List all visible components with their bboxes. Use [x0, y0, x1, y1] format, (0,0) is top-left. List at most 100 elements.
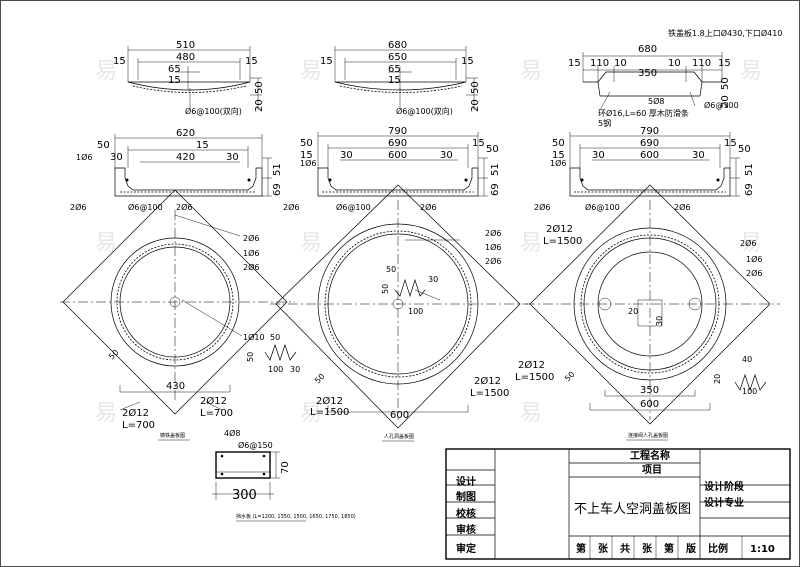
p3-sec-bar3: Ø6@100	[585, 202, 620, 212]
p3-sec-r2: 50	[738, 144, 751, 155]
tb-bottom-6: 版	[686, 542, 696, 555]
p3-sec-bar2: 2Ø6	[534, 202, 550, 212]
p1-sec-r1: 15	[196, 140, 209, 151]
p2-plan-ring1: 2Ø6	[485, 228, 501, 238]
plate2-top-view: 680 650 15 15 65 15 50 20 Ø6@100(双向)	[320, 40, 481, 116]
p3-top-bar: 5Ø8	[648, 96, 664, 106]
p3-top-note: 铁盖板1.8上口Ø430,下口Ø410	[668, 28, 782, 38]
p2-top-r2: 20	[470, 99, 481, 112]
stiff-w: 300	[232, 488, 257, 503]
plate3-section: 790 690 600 50 15 30 15 50 30 51 69 1Ø6 …	[534, 126, 755, 212]
p3-plan-ring2: 1Ø6	[746, 254, 762, 264]
tb-item-label: 项目	[642, 464, 662, 476]
p3-plan-toplen: L=1500	[543, 236, 582, 247]
p2-top-w-inner: 650	[388, 52, 407, 63]
watermark-glyph: 易	[300, 59, 322, 84]
p2-sec-w-in: 600	[388, 150, 407, 161]
p2-sec-r1: 15	[472, 138, 485, 149]
p2-sec-l2: 15	[300, 150, 313, 161]
p3-top-w-inner: 350	[638, 68, 657, 79]
plate2-section: 790 690 600 50 15 30 15 50 30 51 69 1Ø6 …	[283, 126, 501, 212]
p1-plan-rib4: 30	[290, 365, 300, 374]
p2-sec-r2: 50	[486, 144, 499, 155]
watermark-glyph: 易	[95, 401, 117, 426]
watermark-glyph: 易	[740, 231, 762, 256]
p1-sec-l2: 30	[110, 152, 123, 163]
p1-plan-dia: 430	[166, 381, 185, 392]
p3-top-rebar: Ø6@100	[704, 100, 739, 110]
tb-drawing-title: 不上车人空洞盖板图	[574, 501, 691, 517]
title-block: 设计 制图 校核 审核 审定 工程名称 项目 不上车人空洞盖板图 设计阶段 设计…	[445, 448, 791, 560]
p1-top-h2: 15	[168, 75, 181, 86]
p3-sec-r1: 15	[724, 138, 737, 149]
p1-top-h1: 65	[168, 64, 181, 75]
tb-bottom-3: 共	[620, 542, 630, 555]
p2-sec-h2: 69	[490, 183, 501, 196]
p1-plan-ring2: 1Ø6	[243, 248, 259, 258]
p1-sec-bar4: 2Ø6	[176, 202, 192, 212]
p1-plan-diag: 50	[107, 348, 121, 362]
p1-plan-len1: L=700	[122, 420, 155, 431]
p1-plan-bar2: 2Ø12	[200, 395, 227, 407]
tb-stage-label: 设计阶段	[704, 480, 744, 493]
p2-sec-l1: 50	[300, 138, 313, 149]
watermark-glyph: 易	[95, 231, 117, 256]
p3-plan-diag: 50	[563, 370, 577, 384]
p3-sec-bar1: 1Ø6	[550, 158, 566, 168]
p2-sec-bar1: 1Ø6	[300, 158, 316, 168]
p1-top-r1: 50	[254, 81, 265, 94]
p3-plan-len2: L=1500	[515, 372, 554, 383]
tb-row-check: 校核	[456, 507, 476, 520]
plate1-section: 620 420 50 30 15 30 51 69 1Ø6 2Ø6 Ø6@100…	[70, 128, 283, 212]
p3-sec-h1: 51	[744, 163, 755, 176]
p3-sec-w-mid: 690	[640, 138, 659, 149]
p1-plan-rib1: 50	[270, 333, 280, 342]
tb-bottom-1: 第	[576, 542, 586, 555]
p3-plan-ring1: 2Ø6	[740, 238, 756, 248]
p2-top-h1: 65	[388, 64, 401, 75]
p2-sec-r3: 30	[440, 150, 453, 161]
plate3-top-view: 铁盖板1.8上口Ø430,下口Ø410 680 15 110 10 10 110…	[568, 28, 782, 128]
watermark-glyph: 易	[520, 231, 542, 256]
p3-top-hook: 5钢	[598, 118, 611, 128]
tb-row-review: 审核	[456, 523, 476, 536]
p2-top-d2: 15	[461, 56, 474, 67]
p3-top-seg2: 110	[590, 58, 609, 69]
p2-top-d1: 15	[320, 56, 333, 67]
p3-top-d2: 20	[720, 95, 731, 108]
p2-plan-ring2: 1Ø6	[485, 242, 501, 252]
p2-plan-rib3: 100	[408, 307, 423, 316]
p1-caption: 铸铁盖板图	[160, 432, 185, 439]
tb-spec-label: 设计专业	[704, 496, 744, 509]
watermark-glyph: 易	[520, 401, 542, 426]
tb-row-approve: 审定	[456, 542, 476, 555]
p1-sec-bar3: Ø6@100	[128, 202, 163, 212]
stiff-caption: 挡水板 (L=1200, 1350, 1500, 1650, 1750, 185…	[236, 513, 356, 520]
p2-sec-w-outer: 790	[388, 126, 407, 137]
p2-sec-l3: 30	[340, 150, 353, 161]
p2-plan-ring3: 2Ø6	[485, 256, 501, 266]
p1-plan-len2: L=700	[200, 408, 233, 419]
p2-plan-len1: L=1500	[310, 407, 349, 418]
p3-plan-rib1: 40	[742, 355, 752, 364]
tb-scale-label: 比例	[708, 542, 728, 555]
p3-sec-bar4: 2Ø6	[674, 202, 690, 212]
p1-plan-rib3: 100	[268, 365, 283, 374]
tb-bottom-5: 第	[664, 542, 674, 555]
p3-sec-l1: 50	[552, 138, 565, 149]
p1-top-d1: 15	[113, 56, 126, 67]
p3-plan-rib3: 100	[742, 387, 757, 396]
tb-row-design: 设计	[456, 475, 476, 488]
plate2-plan: 2Ø6 1Ø6 2Ø6 50 50 100 30 50 600 2Ø12 L=1…	[270, 184, 528, 442]
p1-plan-ring1: 2Ø6	[243, 233, 259, 243]
p3-top-seg1: 15	[568, 58, 581, 69]
p3-sec-l2: 15	[552, 150, 565, 161]
p2-top-h2: 15	[388, 75, 401, 86]
p3-plan-topbar: 2Ø12	[546, 223, 573, 235]
p2-plan-rib1: 50	[386, 265, 396, 274]
p2-plan-bar2: 2Ø12	[474, 375, 501, 387]
p3-top-seg3: 10	[614, 58, 627, 69]
p3-sec-r3: 30	[692, 150, 705, 161]
p1-sec-l1: 50	[97, 140, 110, 151]
p3-top-w-outer: 680	[638, 44, 657, 55]
